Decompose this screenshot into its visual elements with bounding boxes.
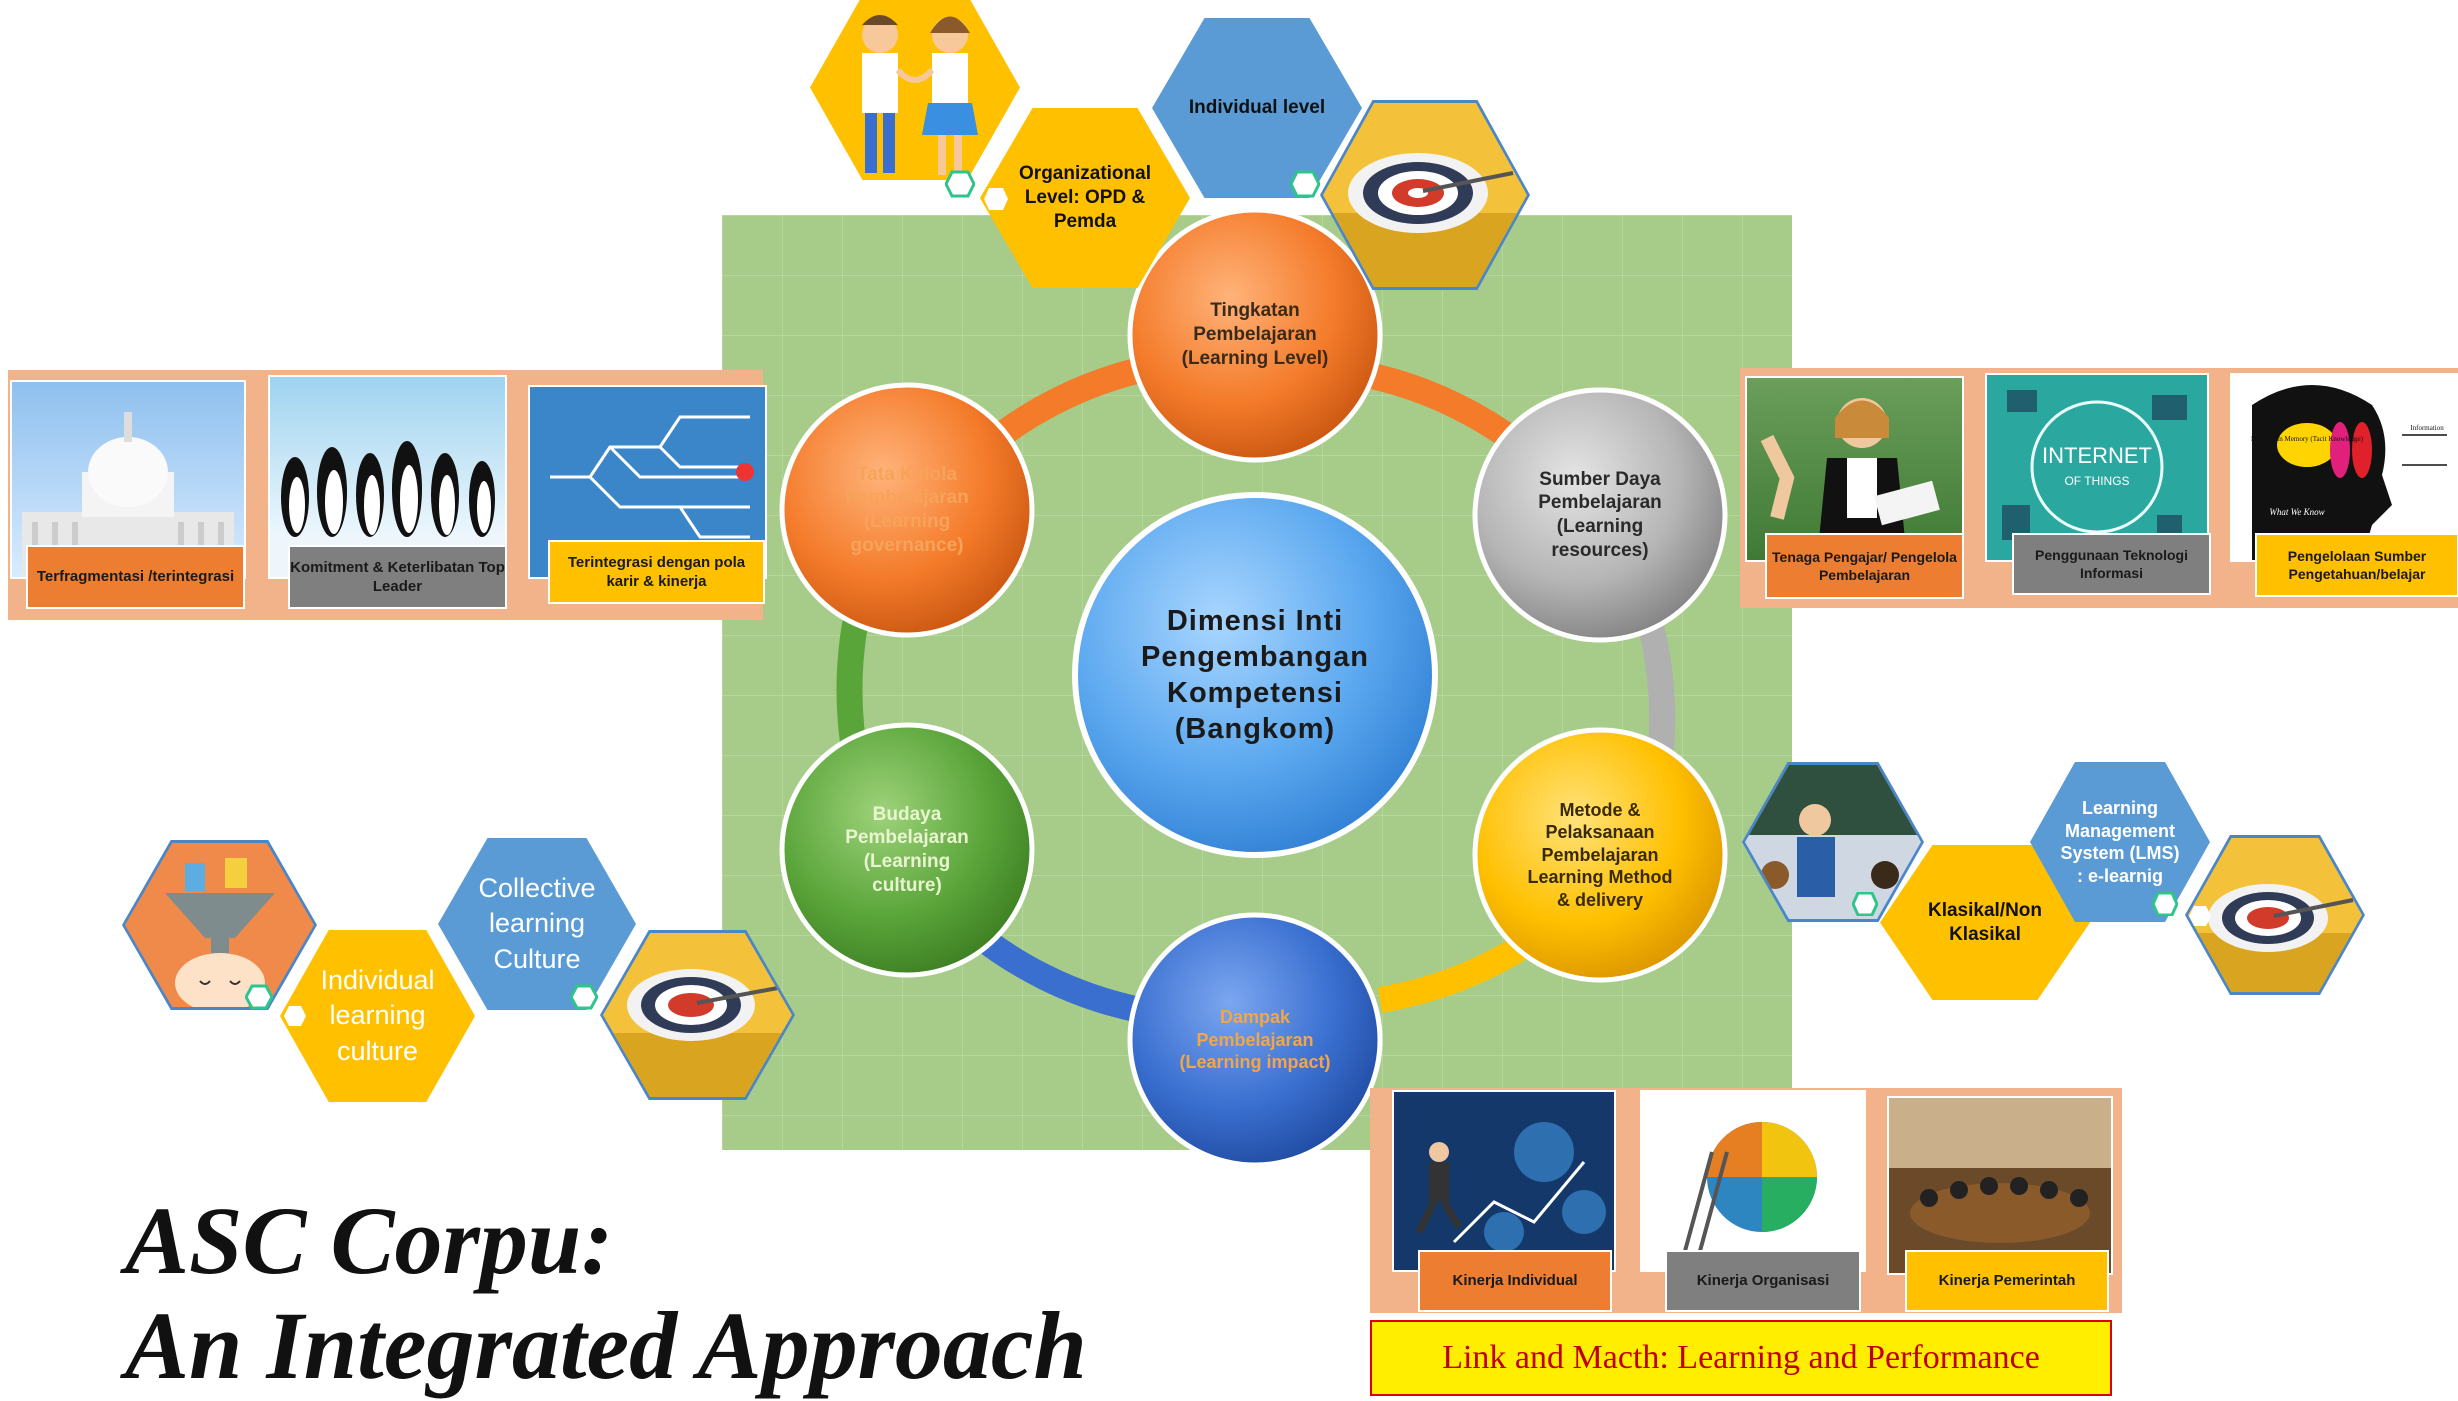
node-tingkatan-line: (Learning Level)	[1181, 347, 1329, 369]
collective-culture-text: Collective learning Culture	[478, 873, 596, 974]
paths-illustration	[550, 415, 754, 539]
node-tata-line: Pembelajaran	[845, 487, 969, 509]
individual-level-hexagon: Individual level	[1152, 18, 1362, 198]
left-caption-1: Terfragmentasi /terintegrasi	[26, 545, 245, 609]
node-tata-label: Tata Kelola Pembelajaran (Learning gover…	[792, 435, 1022, 585]
node-budaya-circle	[779, 722, 1035, 978]
small-hex-icon	[570, 984, 598, 1010]
node-sumber-circle	[1472, 387, 1728, 643]
people-hexagon	[810, 0, 1020, 180]
puzzle-photo	[1640, 1090, 1866, 1272]
node-metode-line: Metode &	[1559, 799, 1641, 820]
node-dampak-line: Dampak	[1219, 1007, 1290, 1028]
head-funnel-illustration	[165, 858, 275, 1007]
lms-text: Learning Management System (LMS) : e-lea…	[2060, 798, 2180, 886]
brain-note: Long-Term Memory (Tacit Knowledge)	[2251, 435, 2364, 443]
center-label: Dimensi Inti Pengembangan Kompetensi (Ba…	[1085, 555, 1425, 795]
bullet-hex-icon	[284, 1006, 306, 1026]
lms-hexagon: Learning Management System (LMS) : e-lea…	[2030, 762, 2210, 922]
iot-title: INTERNET	[2042, 443, 2152, 468]
target-hexagon-right	[2185, 835, 2365, 995]
center-line-2: Pengembangan	[1141, 640, 1369, 673]
meeting-illustration	[1889, 1098, 2111, 1243]
node-dampak-circle	[1127, 912, 1383, 1168]
bottom-caption-2: Kinerja Organisasi	[1665, 1250, 1861, 1312]
small-hex-icon	[1290, 170, 1320, 198]
brain-note: Information	[2410, 424, 2444, 432]
brain-note: What We Know	[2269, 507, 2324, 517]
title-line-2: An Integrated Approach	[125, 1292, 1087, 1399]
node-tata-line: governance)	[850, 534, 964, 556]
node-sumber-line: (Learning	[1556, 516, 1644, 537]
bottom-panel: Kinerja Individual Kinerja Organisasi Ki…	[1370, 1088, 2122, 1313]
title-line-1: ASC Corpu:	[125, 1187, 614, 1294]
left-panel: Terfragmentasi /terintegrasi Komitment &…	[8, 370, 767, 620]
center-line-4: (Bangkom)	[1174, 713, 1336, 746]
meeting-photo	[1887, 1096, 2113, 1275]
brain-photo: Long-Term Memory (Tacit Knowledge) What …	[2230, 373, 2458, 562]
target-hexagon-right-inner	[2188, 838, 2362, 992]
node-budaya-label: Budaya Pembelajaran (Learning culture)	[792, 775, 1022, 925]
organizational-level-hexagon: Organizational Level: OPD & Pemda	[980, 108, 1190, 288]
link-and-match-text: Link and Macth: Learning and Performance	[1442, 1339, 2040, 1376]
brain-illustration: Long-Term Memory (Tacit Knowledge) What …	[2251, 385, 2447, 560]
node-tingkatan-line: Pembelajaran	[1193, 324, 1317, 346]
node-tata-circle	[779, 382, 1035, 638]
link-and-match-banner: Link and Macth: Learning and Performance	[1370, 1320, 2112, 1396]
node-budaya-line: (Learning	[863, 851, 951, 872]
individual-culture-text: Individual learning culture	[320, 965, 435, 1066]
small-hex-icon	[245, 984, 273, 1010]
node-metode-label: Metode & Pelaksanaan Pembelajaran Learni…	[1485, 770, 1715, 940]
node-metode-line: Pembelajaran	[1541, 844, 1659, 865]
bottom-caption-3: Kinerja Pemerintah	[1905, 1250, 2109, 1312]
small-hex-icon	[945, 170, 975, 198]
node-tata-line: (Learning	[863, 511, 951, 532]
right-panel: INTERNET OF THINGS Long-Term Memory (Tac…	[1740, 368, 2458, 608]
iot-subtitle: OF THINGS	[2064, 474, 2129, 488]
bullet-hex-icon	[984, 188, 1008, 210]
node-tata-line: Tata Kelola	[857, 463, 957, 485]
right-caption-2: Penggunaan Teknologi Informasi	[2012, 533, 2211, 595]
node-budaya-line: culture)	[872, 874, 942, 896]
node-sumber-line: Pembelajaran	[1538, 492, 1662, 514]
bottom-caption-1: Kinerja Individual	[1418, 1250, 1612, 1312]
node-metode-line: Pelaksanaan	[1545, 822, 1655, 843]
node-metode-line: Learning Method	[1527, 867, 1673, 888]
small-hex-icon	[2152, 892, 2178, 916]
center-line-3: Kompetensi	[1167, 677, 1343, 709]
node-dampak-line: Pembelajaran	[1196, 1029, 1314, 1050]
node-dampak-label: Dampak Pembelajaran (Learning impact)	[1140, 975, 1370, 1105]
target-icon	[603, 969, 792, 1097]
individual-level-text: Individual level	[1188, 97, 1326, 119]
node-tingkatan-line: Tingkatan	[1210, 300, 1300, 322]
runner-photo	[1392, 1090, 1616, 1272]
node-tingkatan-label: Tingkatan Pembelajaran (Learning Level)	[1140, 270, 1370, 400]
bullet-hex-icon	[2189, 906, 2211, 926]
organizational-level-text: Organizational Level: OPD & Pemda	[1019, 163, 1151, 232]
node-sumber-line: resources)	[1551, 539, 1649, 561]
center-circle	[1072, 492, 1438, 858]
node-metode-circle	[1472, 727, 1728, 983]
node-budaya-line: Budaya	[872, 803, 942, 825]
classroom-hexagon	[1742, 762, 1924, 922]
people-illustration	[862, 15, 978, 175]
klasikal-text: Klasikal/Non Klasikal	[1927, 899, 2043, 945]
node-budaya-line: Pembelajaran	[845, 827, 969, 849]
node-dampak-line: (Learning impact)	[1179, 1052, 1331, 1073]
right-caption-1: Tenaga Pengajar/ Pengelola Pembelajaran	[1765, 533, 1964, 599]
node-sumber-label: Sumber Daya Pembelajaran (Learning resou…	[1485, 440, 1715, 590]
collective-culture-hexagon: Collective learning Culture	[438, 838, 636, 1010]
small-hex-icon	[1852, 892, 1878, 916]
node-metode-line: & delivery	[1556, 889, 1644, 910]
left-caption-2: Komitment & Keterlibatan Top Leader	[288, 545, 507, 609]
node-tingkatan-circle	[1127, 207, 1383, 463]
right-caption-3: Pengelolaan Sumber Pengetahuan/belajar	[2255, 533, 2458, 597]
puzzle-illustration	[1680, 1122, 1817, 1263]
runner-illustration	[1415, 1122, 1606, 1252]
left-caption-3: Terintegrasi dengan pola karir & kinerja	[548, 540, 765, 604]
node-sumber-line: Sumber Daya	[1539, 468, 1661, 490]
center-line-1: Dimensi Inti	[1166, 604, 1344, 637]
